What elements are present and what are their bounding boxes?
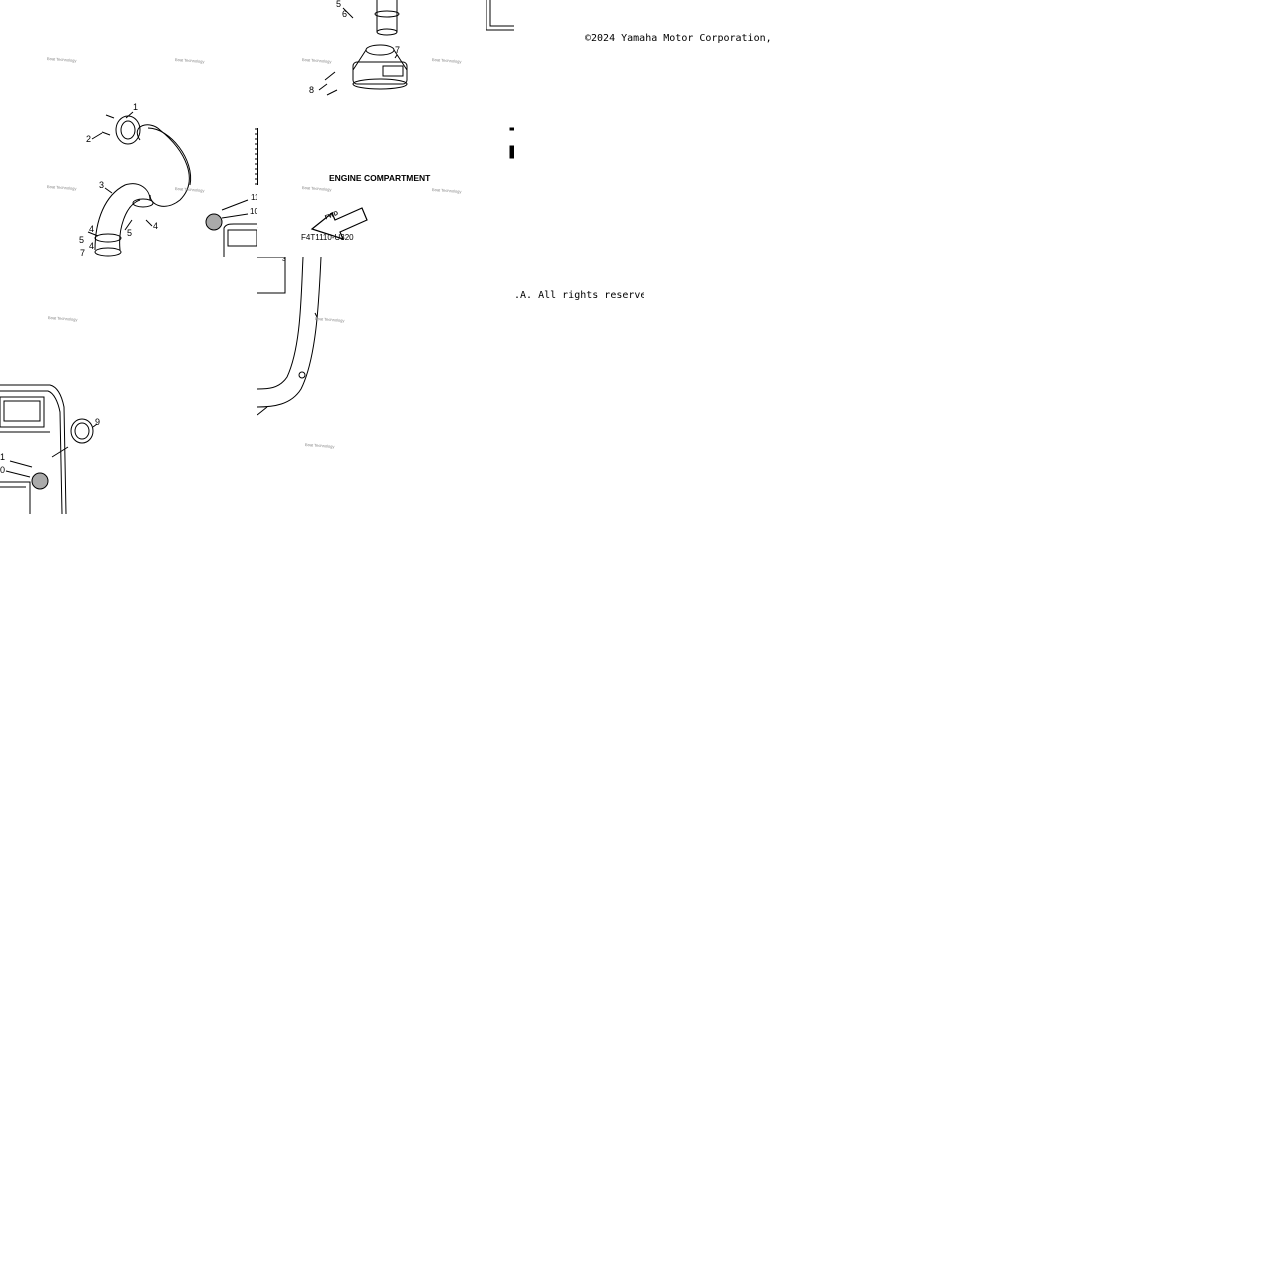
callout-7b: 7 [80, 248, 86, 258]
callout-10b: 0 [0, 465, 6, 475]
callout-3b: 3 [282, 257, 286, 263]
copyright-notice-continued: .A. All rights reserved. [514, 290, 644, 301]
diagram-tile-intake: 5 6 7 8 ENGINE COMPARTMENT F4T1110-U320 … [257, 0, 514, 257]
intake-drawing [257, 0, 408, 240]
callout-4a: 4 [89, 224, 95, 234]
callout-4c: 4 [153, 221, 159, 231]
diagram-tile-fragment-mid: 11 10 [200, 128, 257, 257]
callout-6: 6 [342, 9, 348, 19]
callout-4b: 4 [89, 241, 95, 251]
copyright-notice: ©2024 Yamaha Motor Corporation, U.S [585, 33, 771, 44]
callout-1: 1 [133, 102, 139, 112]
callout-7: 7 [395, 45, 401, 55]
callout-2: 2 [86, 134, 92, 144]
callout-9: 9 [95, 417, 101, 427]
rail-drawing [257, 257, 322, 416]
hatch-drawing [0, 384, 98, 514]
section-title: ENGINE COMPARTMENT [329, 173, 431, 183]
callout-5a: 5 [79, 235, 85, 245]
hose-assembly-drawing [87, 111, 192, 257]
callout-10: 10 [250, 207, 257, 216]
callout-5b: 5 [127, 228, 133, 238]
callout-8: 8 [309, 85, 315, 95]
callout-11b: 1 [0, 452, 6, 462]
diagram-tile-rail: 3 Boat Technology Boat Technology [257, 257, 514, 514]
diagram-tile-fragment-top [486, 0, 514, 257]
callout-3: 3 [99, 180, 105, 190]
part-code: F4T1110-U320 [301, 233, 354, 242]
callout-5c: 5 [336, 0, 342, 9]
diagram-tile-hoses: 1 2 3 4 4 4 5 5 7 Boat Technology Boat T… [0, 0, 257, 257]
diagram-tile-hatch: 9 1 0 Boat Technology [0, 257, 257, 514]
callout-11: 11 [251, 193, 257, 202]
